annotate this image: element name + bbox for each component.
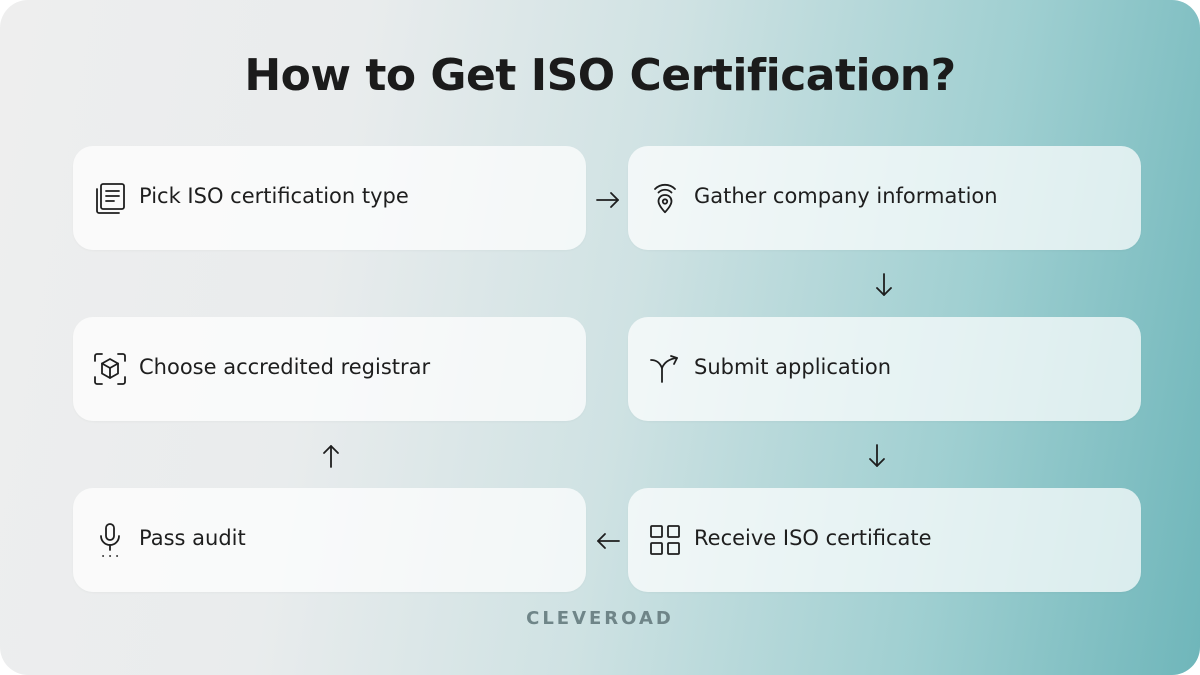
microphone-icon [92, 522, 128, 558]
step-label: Pick ISO certification type [139, 184, 409, 208]
arrow-right-icon [593, 185, 623, 215]
document-list-icon [92, 180, 128, 216]
step-card-pass-audit: Pass audit [73, 488, 586, 592]
step-card-pick-iso-type: Pick ISO certification type [73, 146, 586, 250]
step-label: Receive ISO certificate [694, 526, 932, 550]
merge-arrow-icon [647, 351, 683, 387]
grid-layout-icon [647, 522, 683, 558]
cube-scan-icon [92, 351, 128, 387]
step-label: Pass audit [139, 526, 246, 550]
step-card-choose-registrar: Choose accredited registrar [73, 317, 586, 421]
page-title: How to Get ISO Certification? [244, 50, 956, 101]
brand-logo: CLEVEROAD [526, 608, 674, 629]
arrow-up-icon [316, 441, 346, 471]
arrow-down-icon [862, 441, 892, 471]
step-card-gather-info: Gather company information [628, 146, 1141, 250]
arrow-down-icon [869, 270, 899, 300]
step-label: Submit application [694, 355, 892, 379]
step-card-receive-certificate: Receive ISO certificate [628, 488, 1141, 592]
arrow-left-icon [593, 526, 623, 556]
step-label: Gather company information [694, 184, 998, 208]
step-card-submit-application: Submit application [628, 317, 1141, 421]
location-signal-icon [647, 180, 683, 216]
step-label: Choose accredited registrar [139, 355, 431, 379]
